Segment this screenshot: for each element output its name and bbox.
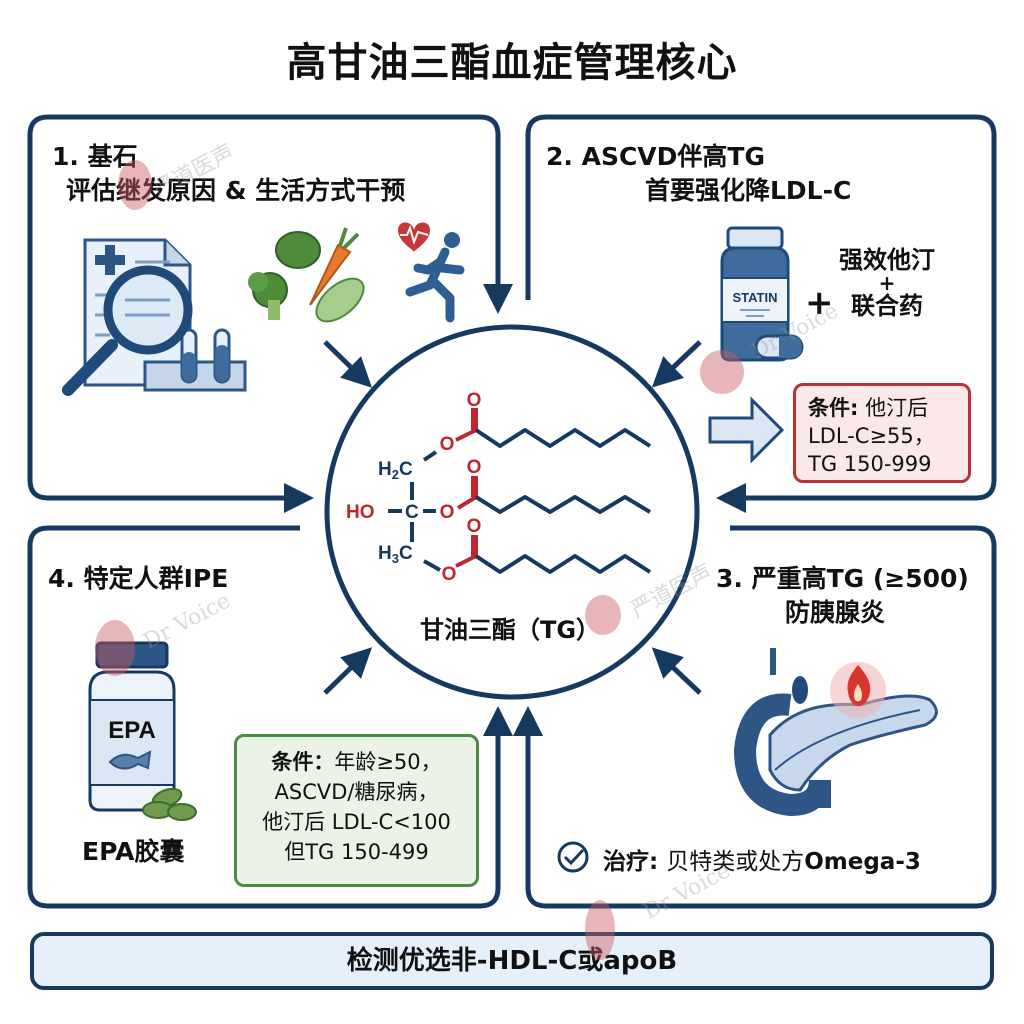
panel-3-title: 3. 严重高TG (≥500) [716,564,969,593]
condition-label: 条件： [271,750,335,774]
atom-ho: HO [346,502,375,523]
atom-o-1: O [467,390,482,411]
atom-o-2: O [440,502,455,523]
panel-4-title: 4. 特定人群IPE [48,564,229,593]
pancreas-icon [733,648,938,817]
page-title: 高甘油三酯血症管理核心 [286,40,738,86]
statin-bottle-label: STATIN [732,290,777,305]
panel-1-subtitle: 评估继发原因 & 生活方式干预 [66,176,406,205]
condition-line: LDL-C≥55， [808,424,935,448]
epa-bottle-label: EPA [108,717,156,744]
atom-o-3b: O [467,516,482,537]
panel-3-frame [513,525,997,909]
panel-2-subtitle: 首要强化降LDL-C [645,176,852,205]
condition-line: 年龄≥50， [334,750,442,774]
check-circle-icon [557,841,589,873]
runner-icon [405,232,465,323]
arrow-from-p3 [651,647,702,695]
treatment-text: 贝特类或处方 [666,849,805,875]
tg-center-label: 甘油三酯（TG） [419,616,601,644]
epa-caption: EPA胶囊 [82,837,185,866]
heart-rate-icon [398,222,430,252]
atom-o-3: O [442,564,457,585]
panel-1-title: 1. 基石 [52,142,138,171]
atom-h3c: H3C [378,543,413,566]
condition-line: 但TG 150-499 [284,840,429,864]
atom-c: C [405,502,419,523]
condition-box-ipe: 条件：年龄≥50， ASCVD/糖尿病， 他汀后 LDL-C<100 但TG 1… [234,734,479,887]
treatment-label: 治疗: [603,849,659,875]
statin-bottle-icon: STATIN [720,226,804,362]
panel-3-subtitle: 防胰腺炎 [785,598,886,627]
atom-o-1b: O [440,434,455,455]
condition-line: 他汀后 LDL-C<100 [262,810,451,834]
epa-bottle-icon: EPA [88,641,197,821]
tg-circle [324,324,700,700]
panel-2-title: 2. ASCVD伴高TG [546,142,765,171]
footer-banner: 检测优选非-HDL-C或apoB [30,932,994,990]
panel-1-frame [27,114,501,513]
fish-icon [108,750,152,770]
panel-2-frame [525,114,997,513]
panel-4-frame [27,525,513,909]
condition-line: TG 150-999 [808,452,932,476]
atom-o-2b: O [467,457,482,478]
arrow-from-p1 [323,340,373,388]
vegetables-icon [248,227,365,323]
arrow-from-p2 [651,340,702,388]
triglyceride-structure [388,408,652,574]
magnifier-icon [62,265,193,396]
condition-label: 条件: [808,396,859,420]
atom-h2c: H2C [378,459,413,482]
condition-box-ascvd: 条件: 他汀后 LDL-C≥55， TG 150-999 [793,383,971,483]
treatment-line: 治疗: 贝特类或处方Omega-3 [603,842,921,876]
condition-line: 他汀后 [865,396,929,420]
condition-line: ASCVD/糖尿病， [274,780,439,804]
arrow-from-p4 [323,647,373,695]
combo-line-1: 强效他汀 [839,246,935,274]
plus-sign: + [805,283,834,323]
combo-plus: + [878,271,896,295]
combo-line-2: 联合药 [851,292,923,320]
treatment-drug: Omega-3 [804,849,921,875]
condition-arrow-icon [708,396,785,464]
test-tubes-icon [143,328,247,392]
combo-therapy: 强效他汀 + 联合药 [832,246,942,320]
